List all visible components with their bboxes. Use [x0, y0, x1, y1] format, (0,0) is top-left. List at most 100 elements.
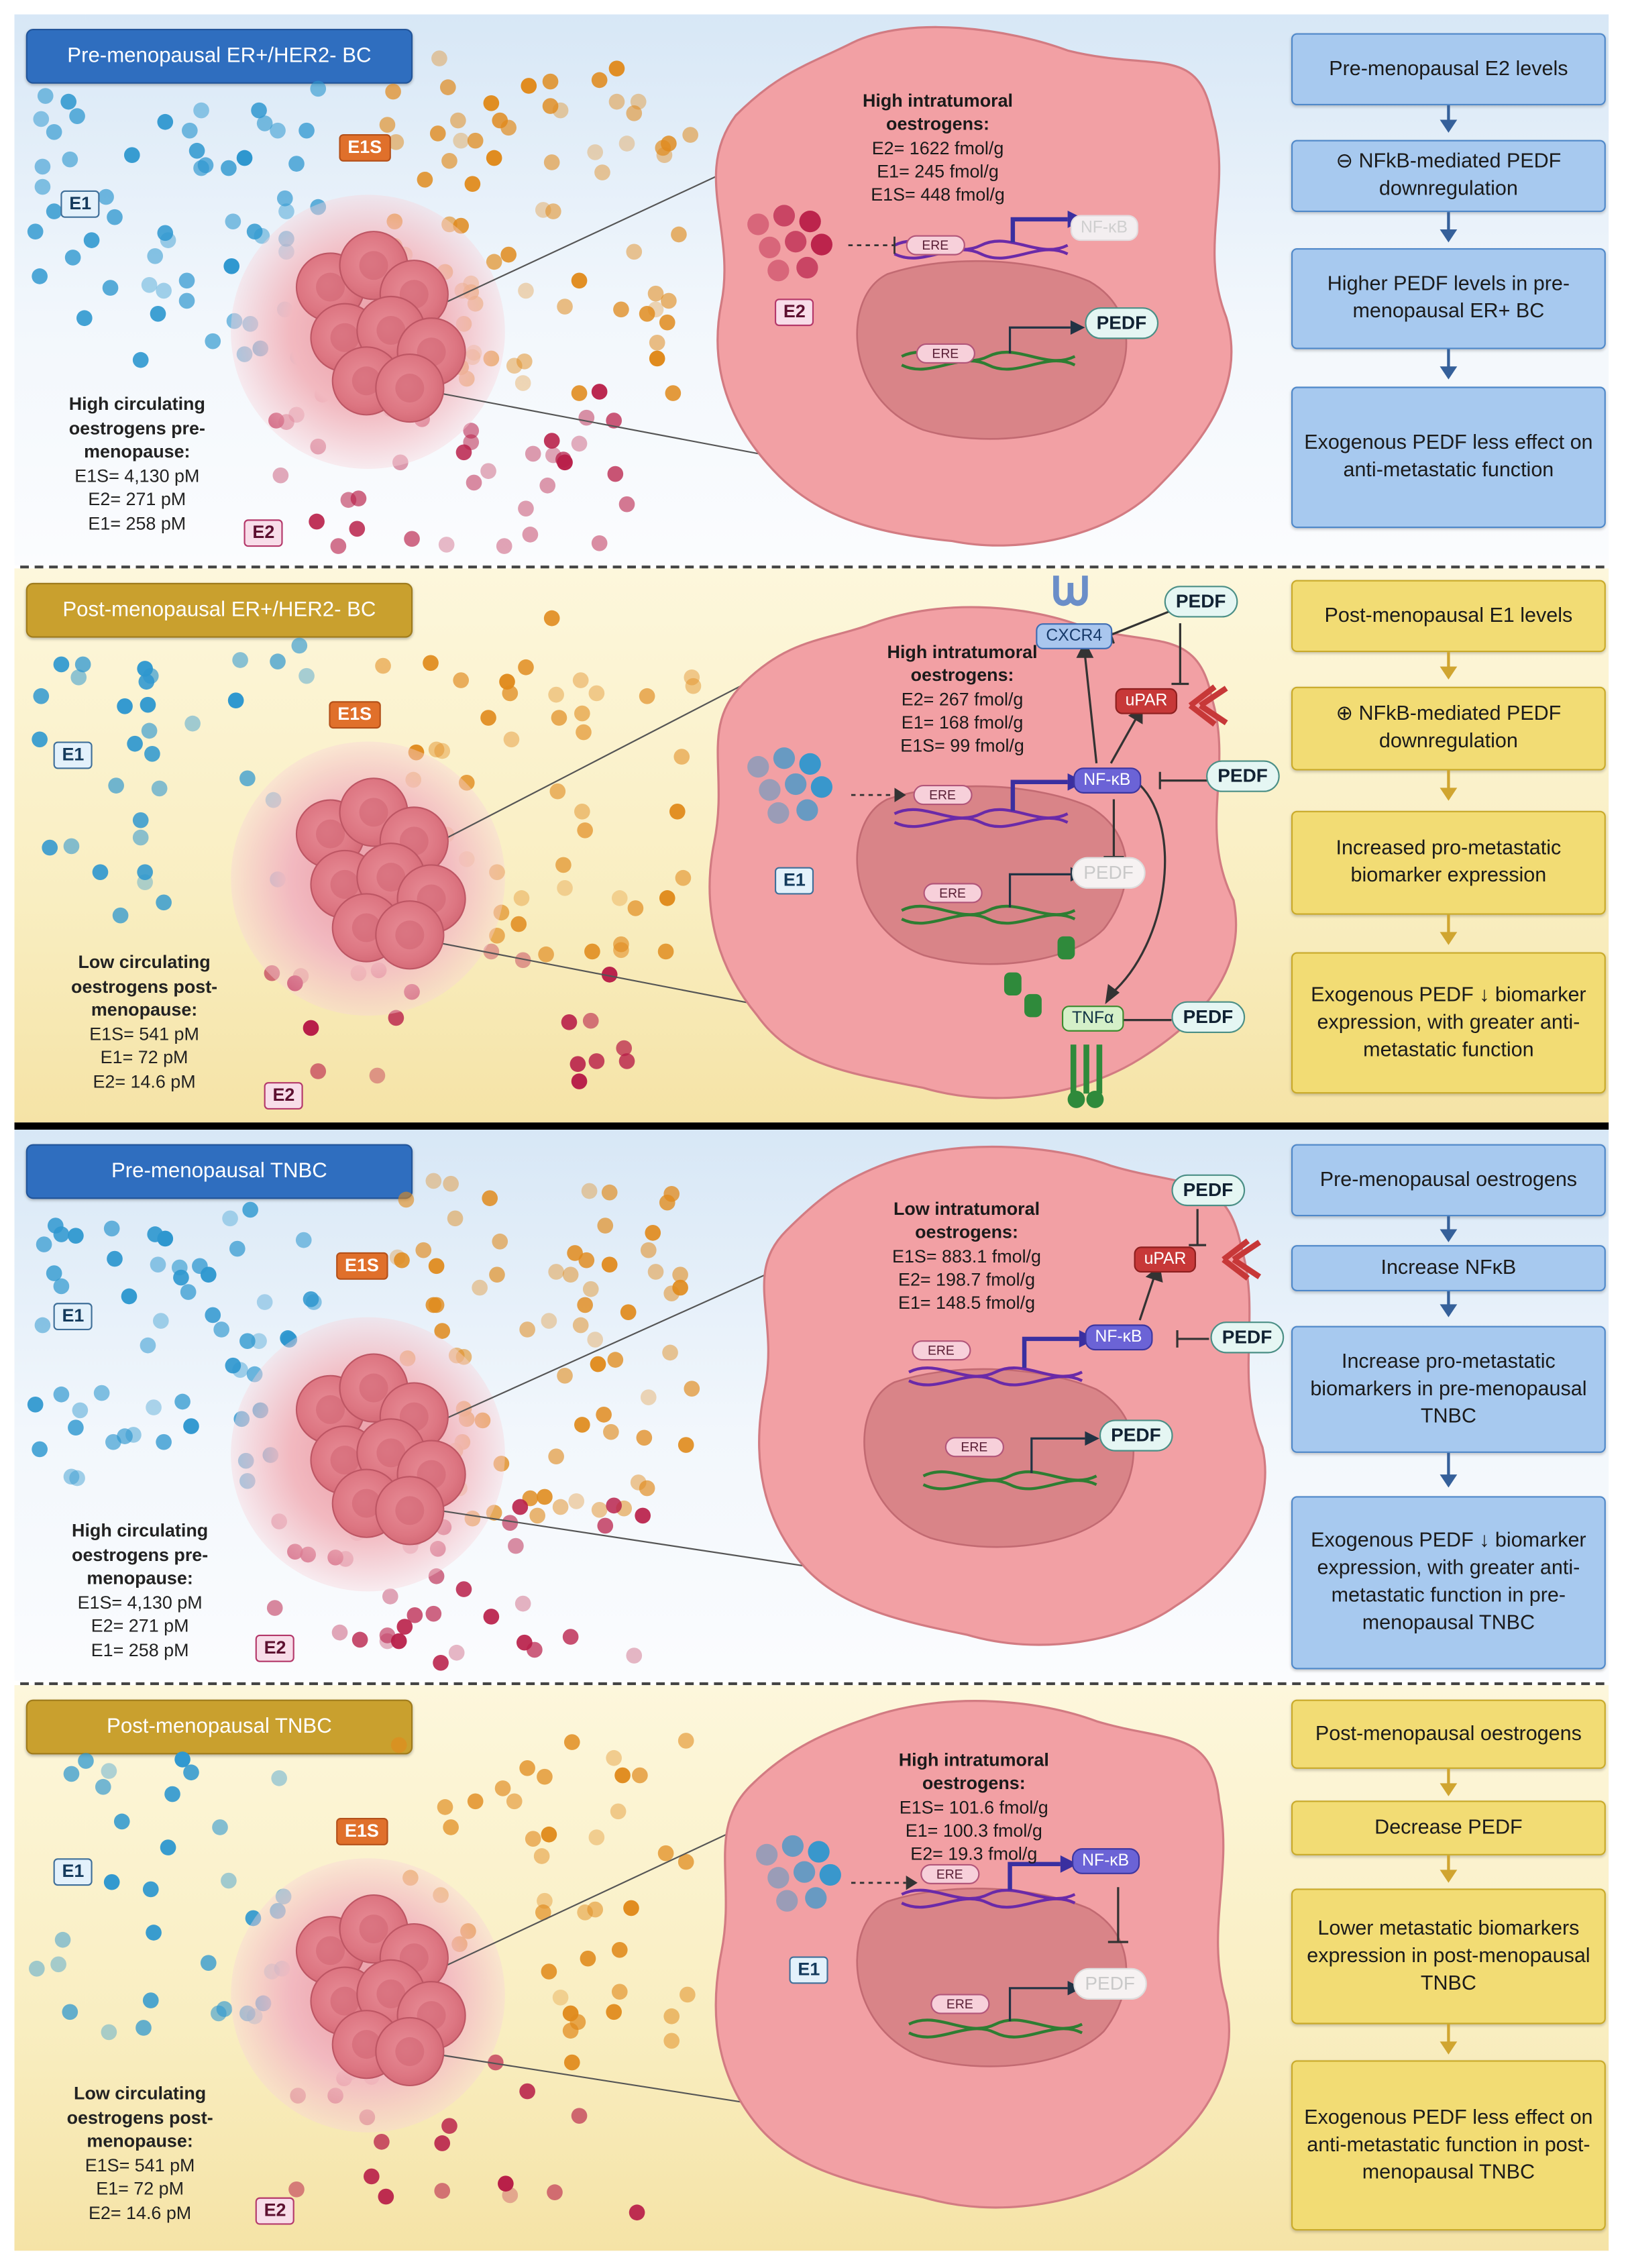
circulating-heading: High circulating oestrogens pre-menopaus…: [68, 394, 205, 462]
hormone-dot: [587, 144, 604, 160]
hormone-dot: [197, 157, 214, 173]
hormone-dot: [657, 943, 673, 960]
hormone-dot: [582, 1183, 598, 1199]
label-e1s: E1S: [336, 1818, 388, 1845]
hormone-dot: [578, 1252, 595, 1269]
hormone-dot: [152, 781, 168, 797]
hormone-dot: [500, 120, 517, 137]
hormone-dot: [515, 1595, 532, 1612]
hormone-dot: [183, 1765, 200, 1781]
hormone-dot: [594, 164, 610, 180]
hormone-dot: [680, 1987, 696, 2003]
hormone-dot: [158, 225, 174, 241]
e1-molecule: [767, 1867, 790, 1889]
hormone-dot: [665, 384, 682, 400]
e1-molecule: [799, 753, 821, 775]
hormone-dot: [446, 1210, 463, 1227]
hormone-dot: [658, 1845, 675, 1861]
hormone-dot: [102, 279, 119, 296]
hormone-dot: [522, 526, 539, 542]
hormone-dot: [46, 124, 62, 141]
label-e1: E1: [53, 1303, 93, 1331]
hormone-dot: [582, 1281, 599, 1297]
hormone-dot: [641, 1242, 657, 1258]
hormone-dot: [480, 710, 497, 726]
hormone-dot: [175, 1751, 191, 1768]
flow-arrow: [1440, 1304, 1458, 1317]
hormone-dot: [28, 1960, 45, 1976]
e1-molecule: [785, 773, 807, 796]
hormone-dot: [506, 357, 523, 374]
hormone-dot: [514, 953, 531, 969]
zoom-lines: [382, 1251, 830, 1571]
hormone-dot: [539, 478, 555, 494]
hormone-dot: [211, 1819, 228, 1835]
hormone-dot: [678, 1733, 694, 1749]
hormone-dot: [252, 101, 268, 118]
hormone-dot: [278, 203, 294, 220]
label-e2: E2: [264, 1082, 304, 1110]
hormone-dot: [228, 692, 245, 708]
hormone-dot: [525, 445, 541, 462]
hormone-dot: [683, 1381, 700, 1397]
hormone-dot: [425, 1173, 441, 1189]
hormone-dot: [572, 2108, 588, 2124]
hormone-dot: [67, 1228, 84, 1244]
hormone-dot: [164, 1785, 180, 1802]
hormone-dot: [369, 1067, 386, 1084]
panel-separator: [20, 565, 1605, 569]
hormone-dot: [639, 1480, 656, 1496]
ere-element: ERE: [930, 1994, 989, 2014]
hormone-dot: [302, 1020, 319, 1037]
label-e2: E2: [243, 519, 284, 547]
hormone-dot: [467, 1794, 484, 1810]
tumor-cell: [375, 353, 445, 423]
hormone-dot: [137, 863, 154, 880]
label-e1s: E1S: [329, 701, 381, 729]
hormone-dot: [639, 306, 655, 323]
hormone-dot: [583, 1013, 600, 1029]
hormone-dot: [452, 671, 469, 688]
hormone-dot: [674, 870, 691, 887]
intratumoral-heading: High intratumoral oestrogens:: [898, 1749, 1049, 1794]
hormone-dot: [239, 1333, 256, 1349]
pedf-node: PEDF: [1099, 1419, 1173, 1452]
hormone-dot: [205, 1307, 221, 1324]
hormone-dot: [438, 536, 455, 552]
circulating-value: E1= 258 pM: [91, 1639, 189, 1660]
hormone-dot: [466, 133, 483, 150]
hormone-dot: [618, 1052, 635, 1069]
cxcr4-receptor: CXCR4: [1036, 623, 1113, 649]
intratumoral-value: E1= 148.5 fmol/g: [898, 1293, 1036, 1313]
hormone-dot: [557, 1367, 574, 1384]
hormone-dot: [602, 1185, 618, 1201]
panel-title: Pre-menopausal ER+/HER2- BC: [25, 29, 413, 84]
hormone-dot: [332, 1625, 349, 1641]
hormone-dot: [53, 1279, 69, 1295]
hormone-dot: [54, 1386, 70, 1403]
tumor-cell: [375, 1476, 445, 1546]
hormone-dot: [647, 302, 664, 318]
flow-arrow: [1440, 1474, 1458, 1488]
ere-element: ERE: [906, 235, 965, 256]
hormone-dot: [272, 468, 288, 484]
hormone-dot: [427, 742, 444, 758]
hormone-dot: [660, 135, 677, 151]
hormone-dot: [682, 126, 698, 143]
hormone-dot: [375, 658, 392, 674]
hormone-dot: [610, 1804, 626, 1820]
circulating-value: E1S= 541 pM: [85, 2155, 195, 2175]
intratumoral-value: E2= 267 fmol/g: [901, 689, 1024, 710]
hormone-dot: [519, 2083, 535, 2100]
flow-arrow: [1440, 1783, 1458, 1796]
flow-arrow: [1440, 666, 1458, 680]
label-e1: E1: [53, 741, 93, 769]
hormone-dot: [406, 1607, 423, 1623]
flow-arrow: [1440, 2041, 1458, 2055]
intratumoral-value: E1S= 99 fmol/g: [900, 736, 1024, 757]
flow-step: Exogenous PEDF less effect on anti-metas…: [1291, 386, 1606, 529]
flow-step: Lower metastatic biomarkers expression i…: [1291, 1888, 1606, 2024]
flow-arrow: [1447, 770, 1450, 790]
upar-receptor: uPAR: [1115, 688, 1178, 714]
